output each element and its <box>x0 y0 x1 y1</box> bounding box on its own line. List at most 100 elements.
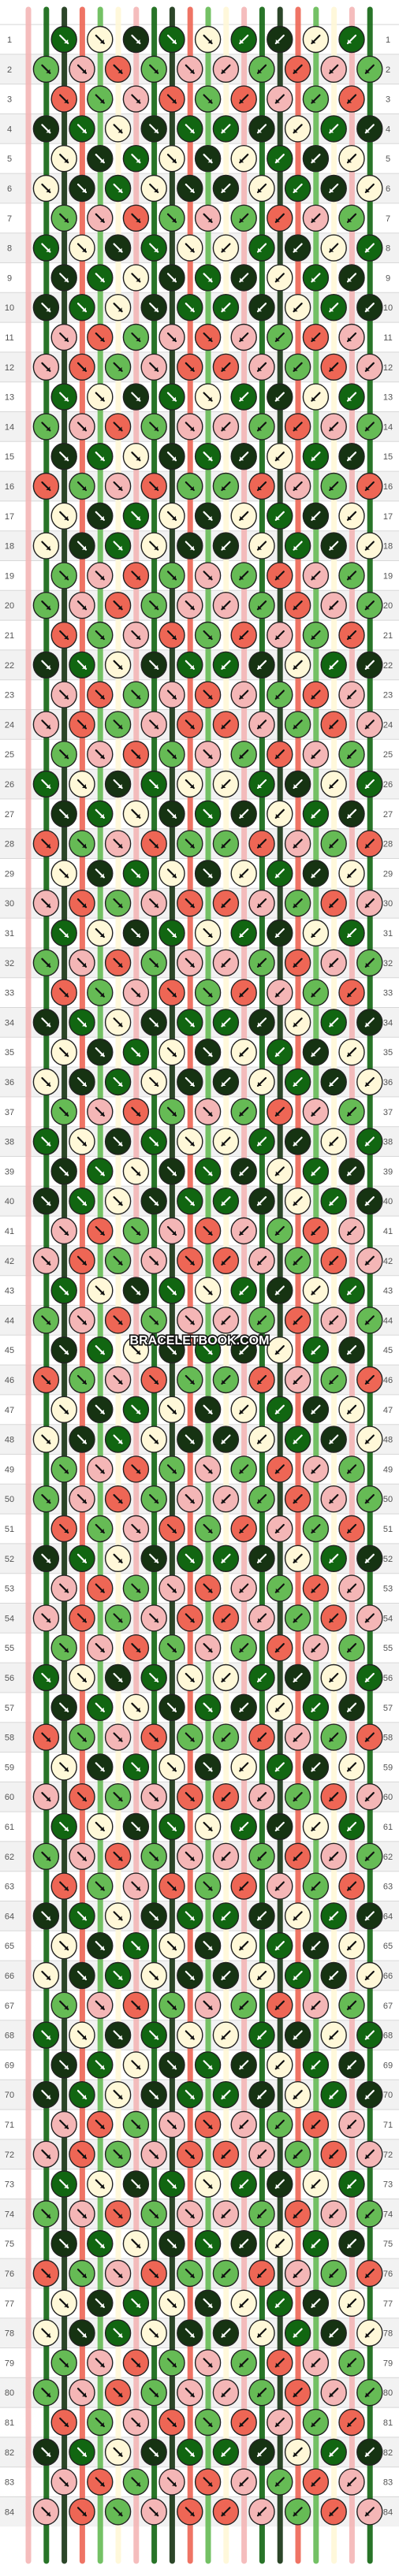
knot <box>194 979 222 1006</box>
knot <box>248 1961 275 1990</box>
knot <box>194 1217 222 1245</box>
knot <box>104 2319 132 2347</box>
knot <box>32 1782 60 1811</box>
row-number-left: 77 <box>5 2299 14 2309</box>
knot <box>302 979 330 1006</box>
knot <box>356 1544 383 1573</box>
knot <box>122 919 150 947</box>
knot <box>356 1842 383 1871</box>
knot <box>69 413 95 440</box>
knot <box>248 1187 275 1215</box>
knot <box>320 830 347 857</box>
knot <box>212 1782 240 1811</box>
row-number-left: 5 <box>7 154 12 164</box>
knot <box>122 1753 150 1781</box>
knot <box>50 1038 77 1066</box>
knot <box>104 413 132 440</box>
knot <box>320 2140 347 2169</box>
knot <box>158 264 185 292</box>
knot <box>212 1961 240 1990</box>
knot <box>320 770 347 798</box>
knot <box>104 2498 132 2526</box>
knot <box>248 532 275 559</box>
row-number-left: 70 <box>5 2091 14 2100</box>
knot <box>122 1812 150 1841</box>
knot <box>32 2140 60 2169</box>
knot <box>267 979 293 1006</box>
row-number-left: 40 <box>5 1197 14 1206</box>
row-number-right: 15 <box>383 452 393 462</box>
knot <box>194 1038 222 1066</box>
knot <box>212 234 240 262</box>
knot <box>69 830 95 857</box>
knot <box>248 294 275 322</box>
knot <box>248 1009 275 1036</box>
knot <box>32 1187 60 1215</box>
row-number-right: 77 <box>383 2299 393 2309</box>
knot <box>338 1872 365 1900</box>
row-number-right: 55 <box>383 1644 393 1653</box>
knot <box>140 472 167 500</box>
knot <box>122 85 150 113</box>
knot <box>32 353 60 381</box>
knot <box>87 264 114 292</box>
row-number-left: 53 <box>5 1585 14 1594</box>
knot <box>248 2200 275 2228</box>
knot <box>212 1247 240 1275</box>
knot <box>69 234 95 262</box>
knot <box>177 1723 203 1751</box>
knot <box>194 2289 222 2318</box>
knot <box>69 1663 95 1692</box>
row-number-right: 72 <box>383 2150 393 2160</box>
knot <box>194 1991 222 2020</box>
knot <box>140 1009 167 1036</box>
row-number-left: 26 <box>5 780 14 790</box>
knot <box>302 2051 330 2079</box>
knot <box>284 1187 311 1215</box>
knot <box>248 651 275 678</box>
knot <box>230 800 257 828</box>
knot <box>87 1812 114 1841</box>
knot <box>248 711 275 738</box>
knot <box>104 1961 132 1990</box>
knot <box>267 2229 293 2258</box>
knot <box>230 1991 257 2020</box>
knot <box>320 651 347 678</box>
knot <box>230 2170 257 2198</box>
row-number-right: 22 <box>383 661 393 671</box>
knot <box>32 2080 60 2109</box>
knot <box>302 25 330 54</box>
knot <box>87 1098 114 1126</box>
row-number-right: 47 <box>383 1406 393 1415</box>
knot <box>158 1158 185 1185</box>
knot <box>284 1723 311 1751</box>
knot <box>87 2289 114 2318</box>
row-number-left: 43 <box>5 1287 14 1296</box>
knot <box>284 1009 311 1036</box>
knot <box>194 621 222 649</box>
knot <box>122 1217 150 1245</box>
knot <box>338 1931 365 1960</box>
knot <box>284 1663 311 1692</box>
knot <box>302 1217 330 1245</box>
knot <box>69 711 95 738</box>
knot <box>140 1604 167 1632</box>
row-number-right: 46 <box>383 1376 393 1385</box>
row-number-left: 50 <box>5 1495 14 1504</box>
knot <box>50 2110 77 2139</box>
knot <box>248 1366 275 1394</box>
knot <box>356 1485 383 1513</box>
knot <box>104 2259 132 2288</box>
knot <box>140 711 167 738</box>
knot <box>338 383 365 411</box>
row-number-left: 83 <box>5 2478 14 2488</box>
knot <box>194 1515 222 1543</box>
knot <box>32 1723 60 1751</box>
knot <box>122 1515 150 1543</box>
knot <box>302 1753 330 1781</box>
knot <box>87 2408 114 2437</box>
knot <box>338 144 365 173</box>
knot <box>194 800 222 828</box>
knot <box>212 2259 240 2288</box>
